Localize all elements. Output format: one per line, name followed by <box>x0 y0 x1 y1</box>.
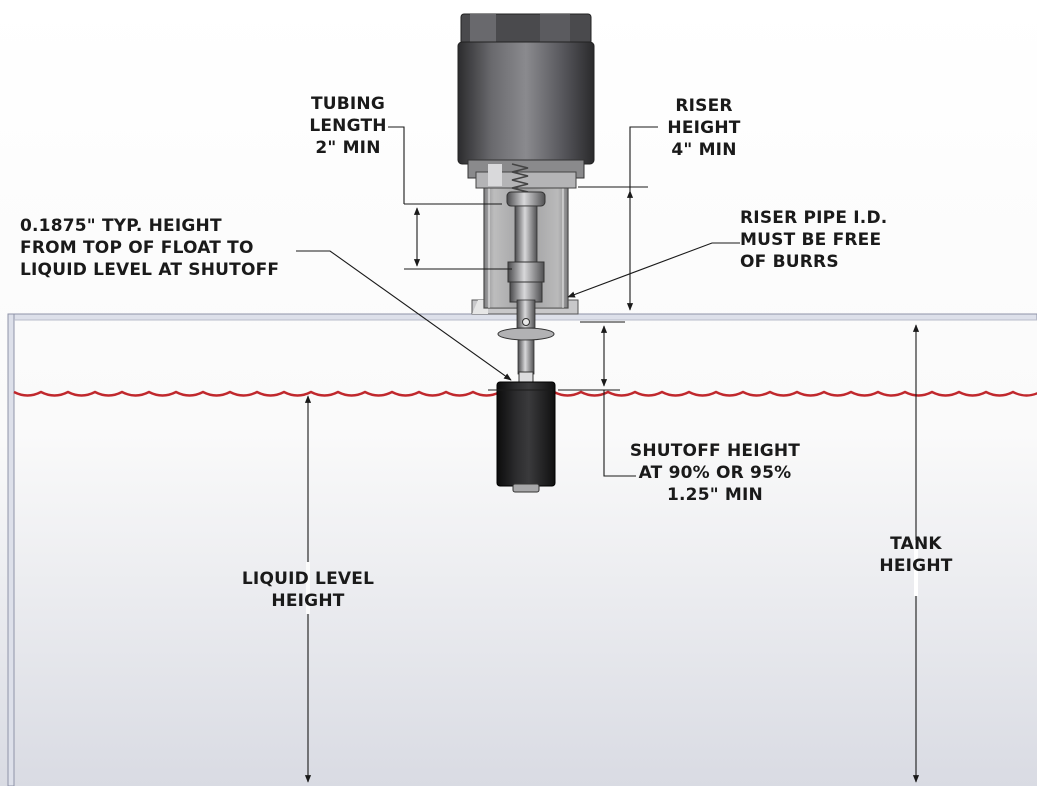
shutoff-height-label: SHUTOFF HEIGHT AT 90% OR 95% 1.25" MIN <box>629 441 801 505</box>
tank-height-label: TANK HEIGHT <box>879 534 953 576</box>
riser-height-label: RISER HEIGHT 4" MIN <box>667 96 741 160</box>
float-gap-label: 0.1875" TYP. HEIGHT FROM TOP OF FLOAT TO… <box>20 216 280 280</box>
shutoff-leader <box>603 390 636 477</box>
tubing-leader <box>388 126 405 204</box>
tubing-length-label: TUBING LENGTH 2" MIN <box>309 94 387 158</box>
leader-lines <box>296 126 918 614</box>
valve-stem <box>497 163 555 375</box>
float <box>496 371 556 493</box>
float-gap-leader <box>296 250 512 381</box>
extension-lines <box>404 186 648 391</box>
liquid-level-height-label: LIQUID LEVEL HEIGHT <box>241 569 375 611</box>
riser-pipe-leader <box>567 242 740 298</box>
riser-leader <box>629 126 658 191</box>
riser-pipe-label: RISER PIPE I.D. MUST BE FREE OF BURRS <box>740 208 888 272</box>
valve-cap <box>457 13 595 189</box>
